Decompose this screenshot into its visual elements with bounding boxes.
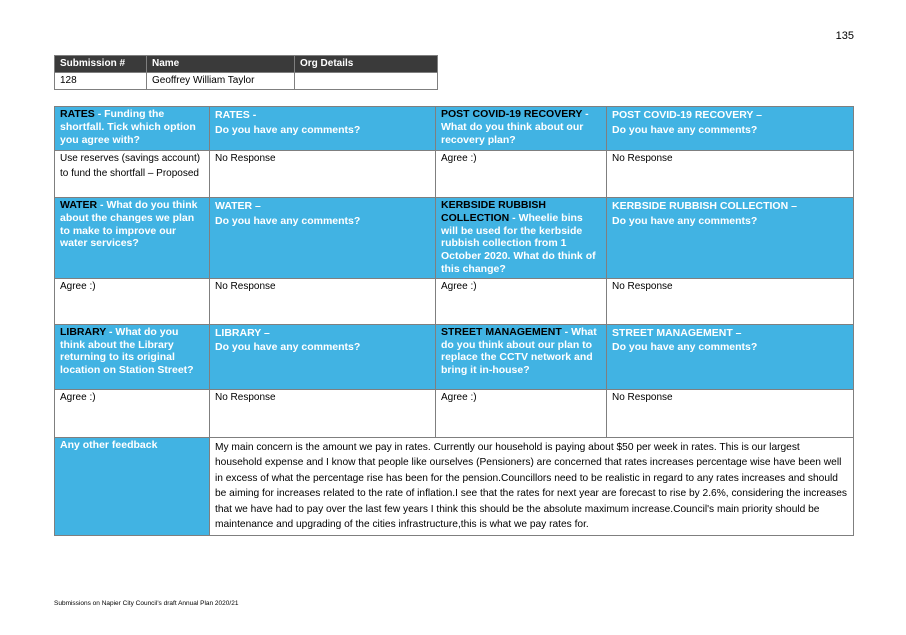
question-row-library-street: LIBRARY - What do you think about the Li… — [54, 323, 854, 390]
question-street-comments: STREET MANAGEMENT – Do you have any comme… — [606, 323, 854, 390]
header-org-details: Org Details — [294, 55, 438, 73]
question-title: RATES - — [215, 109, 257, 121]
question-row-water-kerbside: WATER - What do you think about the chan… — [54, 197, 854, 279]
answer-library: Agree :) — [54, 388, 210, 438]
question-text: - What do you think about our recovery p… — [441, 108, 589, 146]
answer-row-library-street: Agree :) No Response Agree :) No Respons… — [54, 388, 854, 438]
question-title: LIBRARY – — [215, 326, 270, 339]
question-rates-funding: RATES - Funding the shortfall. Tick whic… — [54, 106, 210, 151]
submission-table: Submission # Name Org Details 128 Geoffr… — [54, 55, 438, 90]
answer-covid-comments: No Response — [606, 150, 854, 198]
question-title: KERBSIDE RUBBISH COLLECTION – — [612, 200, 797, 212]
question-covid-recovery: POST COVID-19 RECOVERY - What do you thi… — [435, 106, 607, 151]
question-kerbside-comments: KERBSIDE RUBBISH COLLECTION – Do you have… — [606, 197, 854, 279]
submission-header-row: Submission # Name Org Details — [54, 55, 438, 73]
feedback-row: Any other feedback My main concern is th… — [54, 436, 854, 536]
answer-kerbside-comments: No Response — [606, 277, 854, 325]
feedback-label: Any other feedback — [54, 436, 210, 536]
question-text: - Funding the shortfall. Tick which opti… — [60, 108, 196, 146]
question-rates-comments: RATES - Do you have any comments? — [209, 106, 436, 151]
answer-street-management: Agree :) — [435, 388, 607, 438]
answer-rates-comments: No Response — [209, 150, 436, 198]
question-covid-comments: POST COVID-19 RECOVERY – Do you have any … — [606, 106, 854, 151]
question-highlight: WATER — [60, 199, 98, 211]
question-subtitle: Do you have any comments? — [215, 123, 361, 136]
answer-water: Agree :) — [54, 277, 210, 325]
question-subtitle: Do you have any comments? — [612, 123, 758, 136]
question-text: - What do you think about the Library re… — [60, 325, 194, 377]
question-subtitle: Do you have any comments? — [215, 341, 361, 354]
header-name: Name — [146, 55, 295, 73]
question-title: POST COVID-19 RECOVERY – — [612, 109, 762, 121]
question-subtitle: Do you have any comments? — [612, 341, 758, 354]
answer-row-water-kerbside: Agree :) No Response Agree :) No Respons… — [54, 277, 854, 325]
questions-table: RATES - Funding the shortfall. Tick whic… — [54, 106, 854, 536]
answer-rates-funding: Use reserves (savings account) to fund t… — [54, 150, 210, 198]
answer-kerbside: Agree :) — [435, 277, 607, 325]
question-library-comments: LIBRARY – Do you have any comments? — [209, 323, 436, 390]
question-kerbside: KERBSIDE RUBBISH COLLECTION - Wheelie bi… — [435, 197, 607, 279]
question-text: - Wheelie bins will be used for the kerb… — [441, 211, 596, 275]
question-highlight: LIBRARY — [60, 325, 107, 338]
question-highlight: POST COVID-19 RECOVERY — [441, 108, 583, 120]
question-row-rates-covid: RATES - Funding the shortfall. Tick whic… — [54, 106, 854, 151]
question-water: WATER - What do you think about the chan… — [54, 197, 210, 279]
question-title: WATER – — [215, 200, 261, 212]
org-details — [294, 72, 438, 90]
submission-number: 128 — [54, 72, 147, 90]
feedback-text: My main concern is the amount we pay in … — [209, 436, 854, 536]
submission-value-row: 128 Geoffrey William Taylor — [54, 72, 438, 90]
question-library: LIBRARY - What do you think about the Li… — [54, 323, 210, 390]
page-number: 135 — [835, 30, 854, 42]
answer-water-comments: No Response — [209, 277, 436, 325]
question-text: - What do you think about the changes we… — [60, 199, 198, 250]
question-title: STREET MANAGEMENT – — [612, 326, 742, 339]
question-text: - What do you think about our plan to re… — [441, 325, 597, 377]
answer-row-rates-covid: Use reserves (savings account) to fund t… — [54, 150, 854, 198]
question-subtitle: Do you have any comments? — [215, 214, 361, 227]
question-subtitle: Do you have any comments? — [612, 214, 758, 227]
question-highlight: STREET MANAGEMENT — [441, 325, 562, 338]
question-highlight: RATES — [60, 108, 95, 120]
submitter-name: Geoffrey William Taylor — [146, 72, 295, 90]
answer-street-comments: No Response — [606, 388, 854, 438]
answer-covid-recovery: Agree :) — [435, 150, 607, 198]
question-highlight: KERBSIDE RUBBISH COLLECTION — [441, 199, 547, 224]
question-water-comments: WATER – Do you have any comments? — [209, 197, 436, 279]
question-street-management: STREET MANAGEMENT - What do you think ab… — [435, 323, 607, 390]
footer-text: Submissions on Napier City Council's dra… — [54, 600, 239, 607]
header-submission-number: Submission # — [54, 55, 147, 73]
answer-library-comments: No Response — [209, 388, 436, 438]
